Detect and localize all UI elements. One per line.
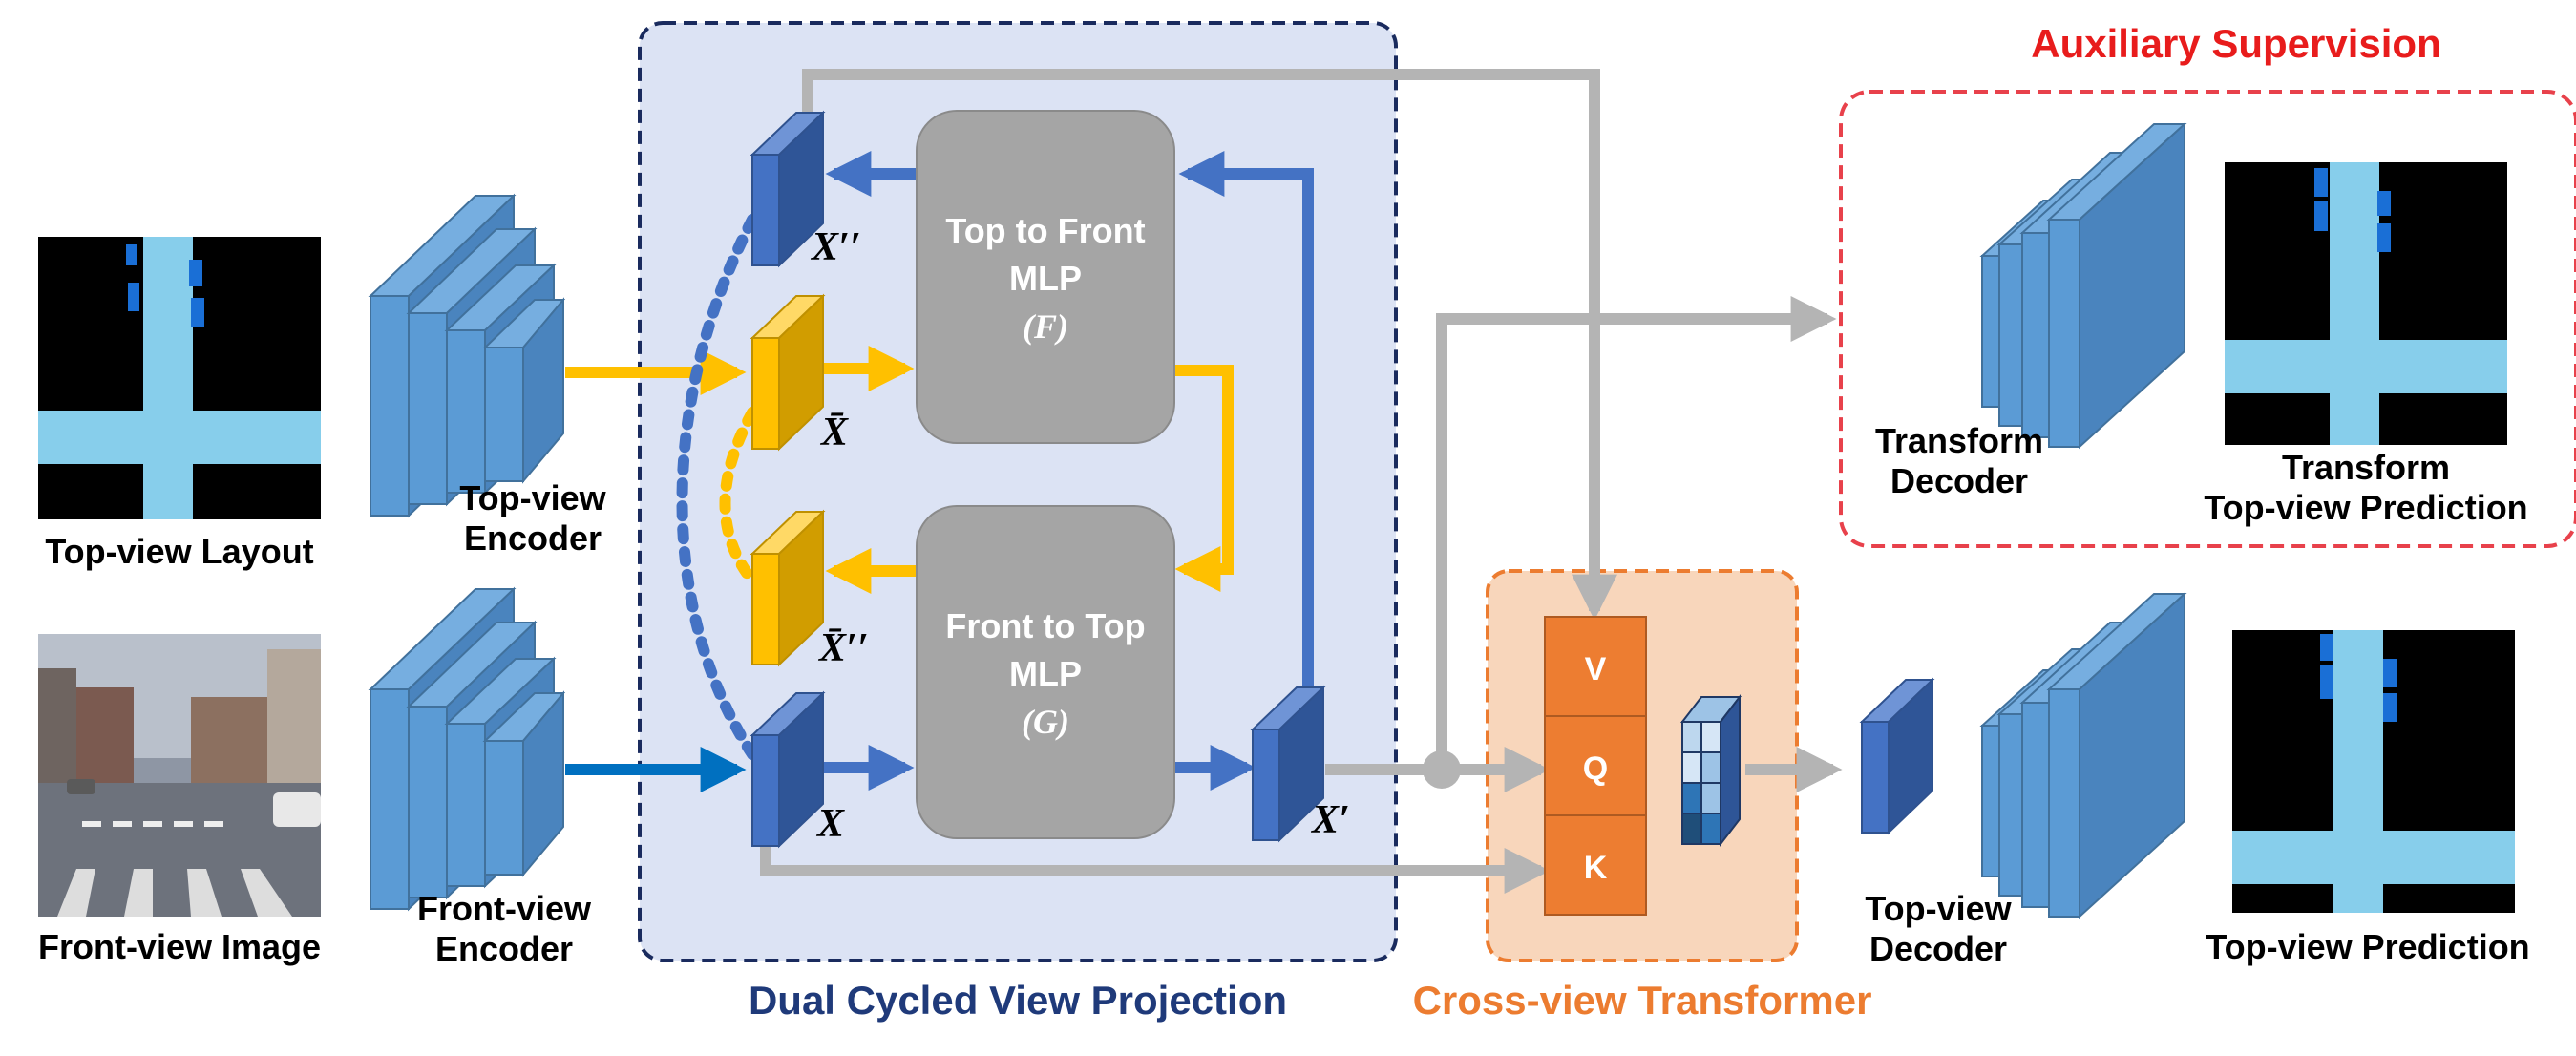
transform-decoder-label-2: Decoder — [1890, 461, 2028, 500]
topview-decoder — [1979, 591, 2187, 919]
attention-cube — [1679, 694, 1742, 847]
top-view-encoder-label-2: Encoder — [464, 518, 602, 558]
mlp-top-to-front: Top to Front MLP (F) — [916, 110, 1175, 444]
q-label: Q — [1583, 750, 1608, 787]
projection-title: Dual Cycled View Projection — [749, 978, 1287, 1023]
auxiliary-region — [1839, 90, 2576, 548]
mlp-front-to-top-line2: MLP — [1009, 654, 1082, 693]
cycle-arc-blue — [676, 214, 758, 760]
mlp-front-to-top-line1: Front to Top — [945, 606, 1145, 645]
cycle-arc-yellow — [719, 407, 758, 586]
label-x-double-prime: X′′ — [810, 225, 861, 269]
feature-x-double-prime — [750, 110, 826, 268]
front-view-image-label: Front-view Image — [38, 927, 321, 966]
transform-prediction-label-1: Transform — [2282, 448, 2450, 487]
front-view-encoder — [368, 586, 566, 912]
mlp-top-to-front-symbol: (F) — [1023, 307, 1068, 346]
v-block — [1544, 616, 1647, 717]
top-view-encoder — [368, 193, 566, 518]
arrow-mlp-f-to-mlp-g — [1174, 365, 1234, 592]
arrow-x-prime-to-mlp-f — [1178, 151, 1314, 687]
feature-x-prime — [1250, 685, 1326, 843]
transform-topview-prediction-image — [2225, 162, 2507, 445]
projection-region — [638, 21, 1398, 962]
label-x-prime: X′ — [1310, 798, 1350, 842]
topview-feature — [1859, 677, 1935, 835]
branch-node — [1423, 750, 1461, 789]
label-x-bar: X̄ — [819, 411, 849, 454]
auxiliary-title: Auxiliary Supervision — [2031, 21, 2440, 66]
transform-prediction-label-2: Top-view Prediction — [2204, 488, 2527, 527]
top-view-encoder-label-1: Top-view — [459, 478, 606, 517]
transform-decoder-label-1: Transform — [1875, 421, 2043, 460]
transform-decoder — [1979, 121, 2187, 450]
topview-decoder-label-2: Decoder — [1869, 929, 2007, 968]
label-x-bar-double-prime: X̄′′ — [817, 626, 869, 670]
topview-prediction-label: Top-view Prediction — [2206, 927, 2529, 966]
front-view-encoder-label-2: Encoder — [435, 929, 573, 968]
front-view-encoder-label-1: Front-view — [417, 889, 592, 928]
front-view-image — [38, 634, 321, 917]
arrow-x-double-prime-to-v — [802, 69, 1617, 621]
transformer-title: Cross-view Transformer — [1413, 978, 1872, 1023]
top-view-layout-image — [38, 237, 321, 519]
top-view-layout-label: Top-view Layout — [45, 532, 313, 571]
mlp-front-to-top-symbol: (G) — [1022, 703, 1069, 741]
topview-decoder-label-1: Top-view — [1865, 889, 2012, 928]
mlp-front-to-top: Front to Top MLP (G) — [916, 505, 1175, 839]
k-block — [1544, 814, 1647, 916]
mlp-top-to-front-line1: Top to Front — [945, 211, 1145, 250]
mlp-top-to-front-line2: MLP — [1009, 259, 1082, 298]
arrow-to-auxiliary — [1436, 296, 1837, 770]
v-label: V — [1585, 651, 1607, 687]
label-x: X — [815, 802, 845, 846]
feature-x — [750, 690, 826, 849]
qkv-stack: V Q K — [1544, 616, 1647, 916]
topview-prediction-image — [2232, 630, 2515, 913]
arrow-x-to-k — [760, 840, 1551, 894]
feature-x-bar — [750, 293, 826, 452]
k-label: K — [1584, 850, 1608, 886]
feature-x-bar-double-prime — [750, 509, 826, 667]
